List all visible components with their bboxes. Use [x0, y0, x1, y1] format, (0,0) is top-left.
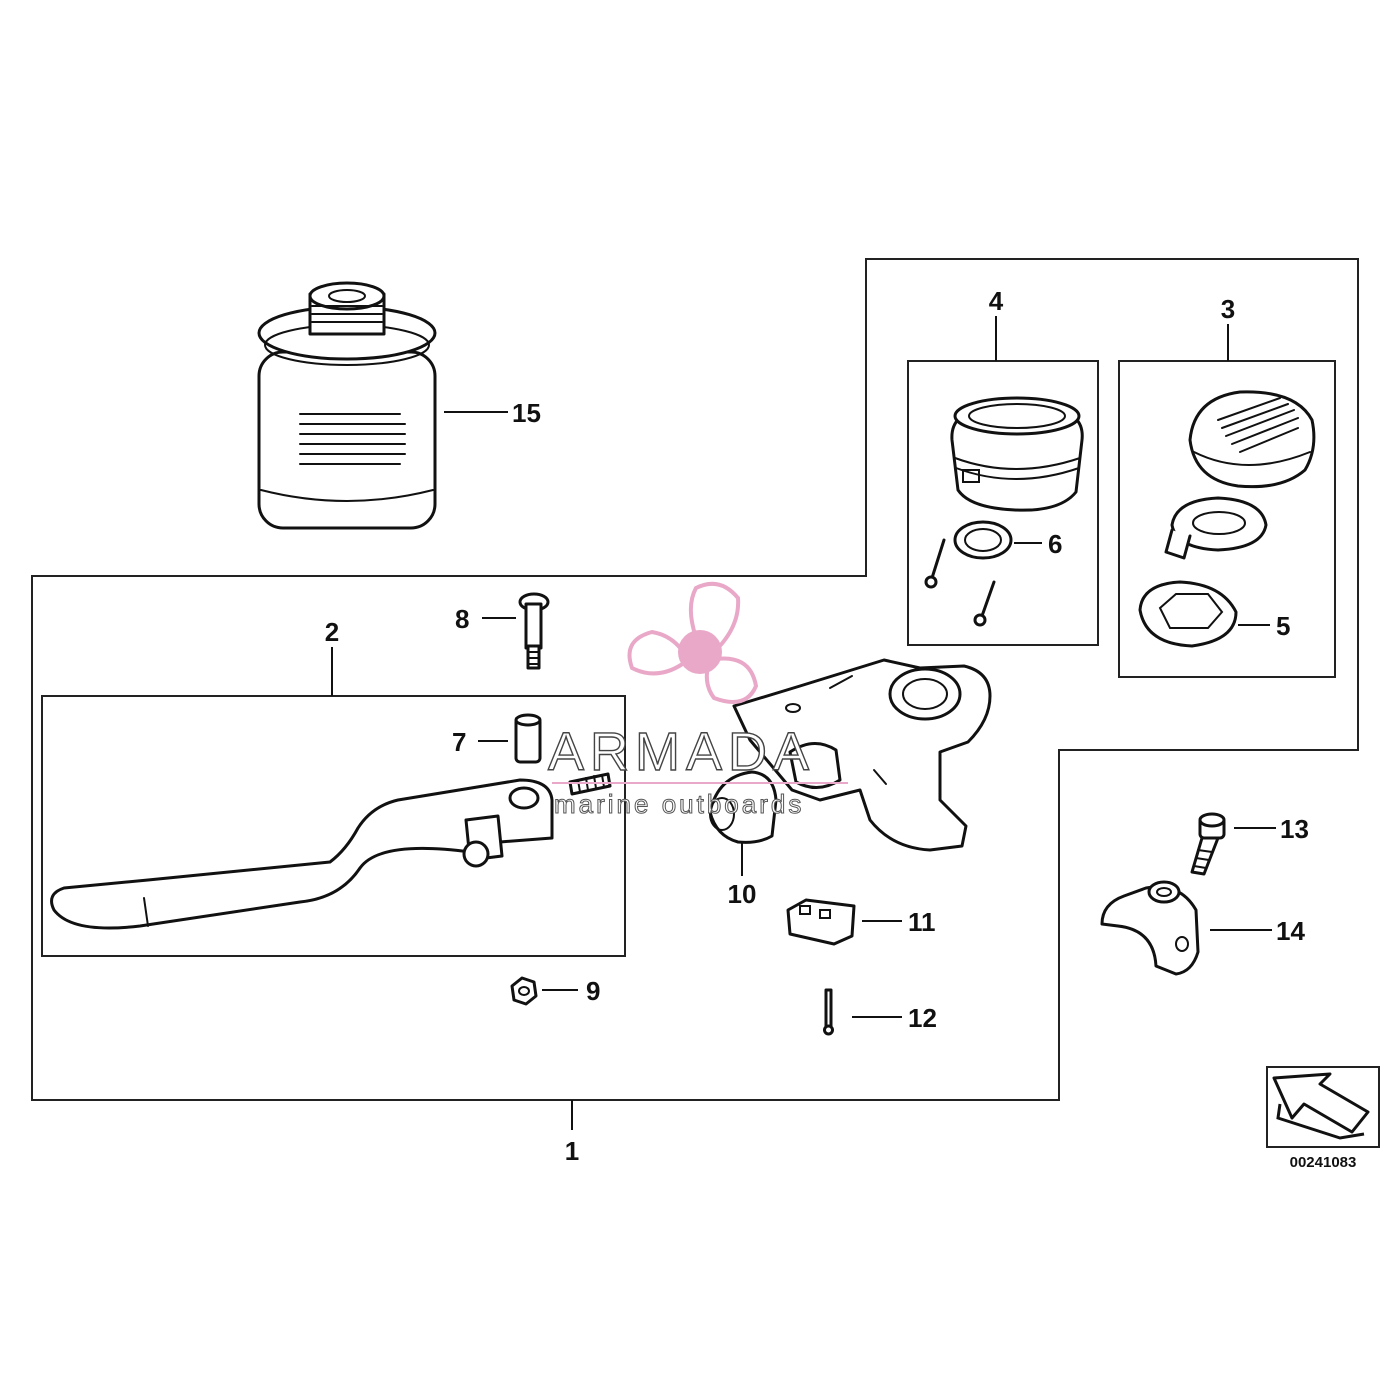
part-4-reservoir: [950, 396, 1084, 512]
callout-7: 7: [452, 727, 466, 757]
callout-10: 10: [728, 879, 757, 909]
callout-13: 13: [1280, 814, 1309, 844]
watermark-subtitle: marine outboards: [554, 789, 804, 819]
callout-6: 6: [1048, 529, 1062, 559]
reservoir-screw-2: [973, 580, 996, 627]
diaphragm: [1164, 496, 1268, 560]
callout-9: 9: [586, 976, 600, 1006]
part-2-lever: [50, 778, 554, 930]
group-frame-2: [41, 695, 626, 957]
part-6-o-ring: [953, 520, 1013, 560]
watermark: ARMADA marine outboards: [547, 581, 848, 820]
callout-1: 1: [565, 1136, 579, 1166]
can-label-lines: [299, 413, 406, 465]
callout-4: 4: [989, 286, 1004, 316]
part-11-switch: [786, 898, 856, 946]
master-cylinder-housing: [732, 658, 992, 852]
part-14-clamp: [1100, 880, 1200, 976]
callout-5: 5: [1276, 611, 1290, 641]
part-9-nut: [510, 976, 538, 1006]
part-8-pin: [518, 592, 550, 670]
callout-8: 8: [455, 604, 469, 634]
callout-15: 15: [512, 398, 541, 428]
group-frame-4: [907, 360, 1099, 646]
callout-11: 11: [908, 907, 936, 937]
part-10-boot: [708, 770, 778, 844]
part-13-bolt: [1190, 812, 1226, 876]
reservoir-screw-1: [924, 538, 946, 589]
reference-number: 00241083: [1290, 1154, 1357, 1171]
callout-14: 14: [1276, 916, 1305, 946]
part-15-fluid-can: [257, 281, 437, 530]
callout-3: 3: [1221, 294, 1235, 324]
assembly-frame-1: [31, 258, 1359, 1101]
part-12-screw: [823, 988, 834, 1036]
direction-arrow-icon: [1272, 1072, 1370, 1134]
part-3-cap: [1188, 390, 1316, 489]
callout-12: 12: [908, 1003, 937, 1033]
part-7-bushing: [514, 713, 542, 764]
callout-2: 2: [325, 617, 339, 647]
orientation-arrow-box: [1266, 1066, 1380, 1148]
watermark-title: ARMADA: [548, 722, 815, 782]
propeller-logo-icon: [627, 581, 759, 704]
part-5-insert: [1138, 580, 1238, 648]
